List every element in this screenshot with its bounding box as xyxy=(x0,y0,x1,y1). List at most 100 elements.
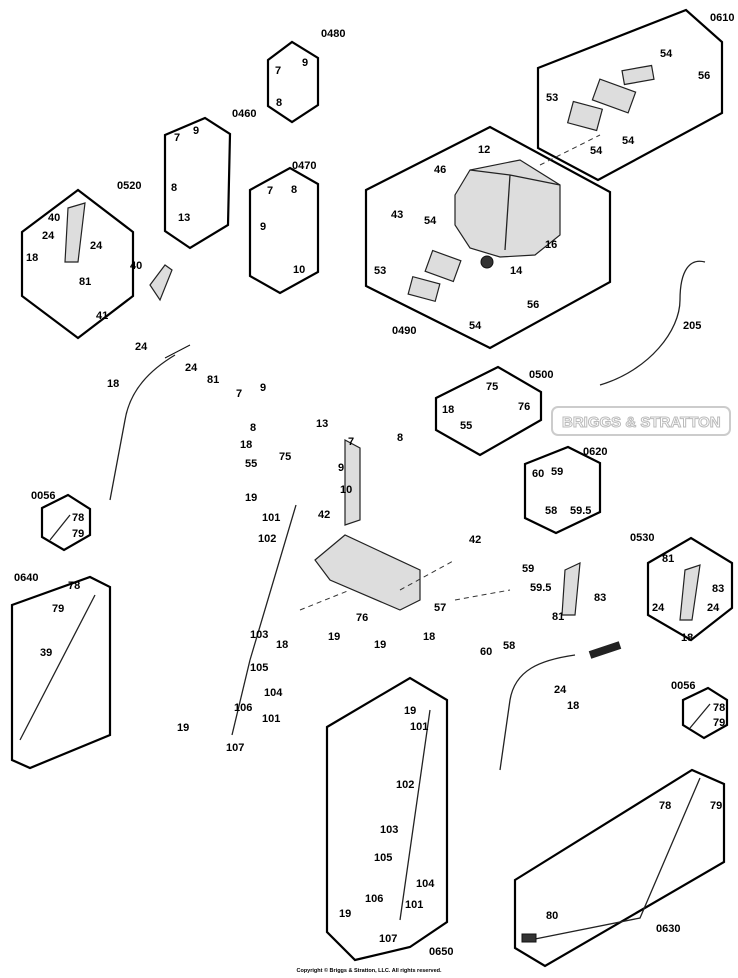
callout-label: 83 xyxy=(594,592,606,604)
callout-label: 59.5 xyxy=(570,505,591,517)
callout-label: 0056 xyxy=(671,680,695,692)
callout-label: 18 xyxy=(26,252,38,264)
callout-label: 7 xyxy=(348,436,354,448)
callout-label: 81 xyxy=(207,374,219,386)
callout-label: 8 xyxy=(250,422,256,434)
callout-label: 101 xyxy=(405,899,423,911)
group-0630-outline xyxy=(513,768,726,968)
callout-label: 83 xyxy=(712,583,724,595)
callout-label: 16 xyxy=(545,239,557,251)
callout-label: 79 xyxy=(52,603,64,615)
callout-label: 58 xyxy=(545,505,557,517)
callout-label: 0500 xyxy=(529,369,553,381)
callout-label: 101 xyxy=(262,512,280,524)
callout-label: 54 xyxy=(590,145,603,157)
callout-label: 102 xyxy=(396,779,414,791)
callout-label: 59 xyxy=(522,563,534,575)
callout-label: 42 xyxy=(469,534,481,546)
callout-label: 10 xyxy=(293,264,305,276)
callout-label: 7 xyxy=(275,65,281,77)
callout-label: 106 xyxy=(234,702,252,714)
callout-label: 0460 xyxy=(232,108,256,120)
callout-label: 78 xyxy=(659,800,671,812)
callout-label: 78 xyxy=(713,702,725,714)
callout-label: 18 xyxy=(107,378,119,390)
cable-part-205 xyxy=(599,260,706,386)
callout-label: 60 xyxy=(532,468,544,480)
group-0650-outline xyxy=(325,676,449,962)
callout-label: 9 xyxy=(302,57,308,69)
callout-label: 78 xyxy=(72,512,84,524)
callout-label: 19 xyxy=(374,639,386,651)
callout-label: 105 xyxy=(250,662,268,674)
group-0500-outline xyxy=(434,365,543,457)
callout-label: 43 xyxy=(391,209,403,221)
callout-label: 18 xyxy=(681,632,693,644)
group-0460-outline xyxy=(163,116,232,250)
briggs-stratton-watermark: BRIGGS & STRATTON xyxy=(551,406,731,436)
callout-label: 79 xyxy=(710,800,722,812)
callout-label: 104 xyxy=(416,878,435,890)
callout-label: 205 xyxy=(683,320,701,332)
group-0470-outline xyxy=(248,166,320,295)
group-0056-left-outline xyxy=(40,493,92,552)
callout-label: 7 xyxy=(236,388,242,400)
callout-label: 105 xyxy=(374,852,392,864)
group-0620-outline xyxy=(523,445,602,535)
callout-label: 18 xyxy=(442,404,454,416)
callout-label: 0530 xyxy=(630,532,654,544)
callout-label: 9 xyxy=(193,125,199,137)
callout-label: 79 xyxy=(72,528,84,540)
callout-label: 103 xyxy=(250,629,268,641)
callout-label: 24 xyxy=(90,240,103,252)
callout-label: 9 xyxy=(260,221,266,233)
group-0056-right-outline xyxy=(681,686,729,740)
callout-label: 19 xyxy=(339,908,351,920)
callout-label: 0470 xyxy=(292,160,316,172)
callout-label: 76 xyxy=(356,612,368,624)
callout-label: 19 xyxy=(404,705,416,717)
callout-label: 24 xyxy=(554,684,567,696)
bracket-part-57 xyxy=(314,534,421,611)
callout-label: 54 xyxy=(424,215,437,227)
group-0610-outline xyxy=(536,8,724,182)
callout-label: 80 xyxy=(546,910,558,922)
callout-label: 53 xyxy=(374,265,386,277)
callout-label: 0480 xyxy=(321,28,345,40)
callout-label: 18 xyxy=(567,700,579,712)
cable-part-80 xyxy=(529,777,701,941)
callout-label: 56 xyxy=(698,70,710,82)
callout-label: 103 xyxy=(380,824,398,836)
left-handlebar-part xyxy=(109,354,176,501)
callout-label: 19 xyxy=(328,631,340,643)
group-0520-outline xyxy=(20,188,135,340)
lens-part xyxy=(566,100,604,132)
callout-label: 39 xyxy=(40,647,52,659)
callout-label: 18 xyxy=(240,439,252,451)
callout-label: 59.5 xyxy=(530,582,551,594)
callout-label: 76 xyxy=(518,401,530,413)
callout-label: 106 xyxy=(365,893,383,905)
callout-label: 0520 xyxy=(117,180,141,192)
callout-label: 54 xyxy=(622,135,635,147)
copyright-notice: Copyright © Briggs & Stratton, LLC. All … xyxy=(296,968,442,974)
callout-label: 19 xyxy=(177,722,189,734)
callout-label: 41 xyxy=(96,310,108,322)
callout-label: 0490 xyxy=(392,325,416,337)
group-outlines xyxy=(10,8,734,968)
callout-label: 24 xyxy=(652,602,665,614)
callout-label: 0056 xyxy=(31,490,55,502)
callout-label: 78 xyxy=(68,580,80,592)
callout-label: 102 xyxy=(258,533,276,545)
callout-label: 24 xyxy=(707,602,720,614)
callout-label: 79 xyxy=(713,717,725,729)
callout-label: 8 xyxy=(291,184,297,196)
callout-label: 101 xyxy=(262,713,280,725)
cable-end-part xyxy=(521,933,537,943)
callout-label: 53 xyxy=(546,92,558,104)
callout-label: 12 xyxy=(478,144,490,156)
callout-label: 0610 xyxy=(710,12,734,24)
cable-part-39 xyxy=(19,594,96,741)
